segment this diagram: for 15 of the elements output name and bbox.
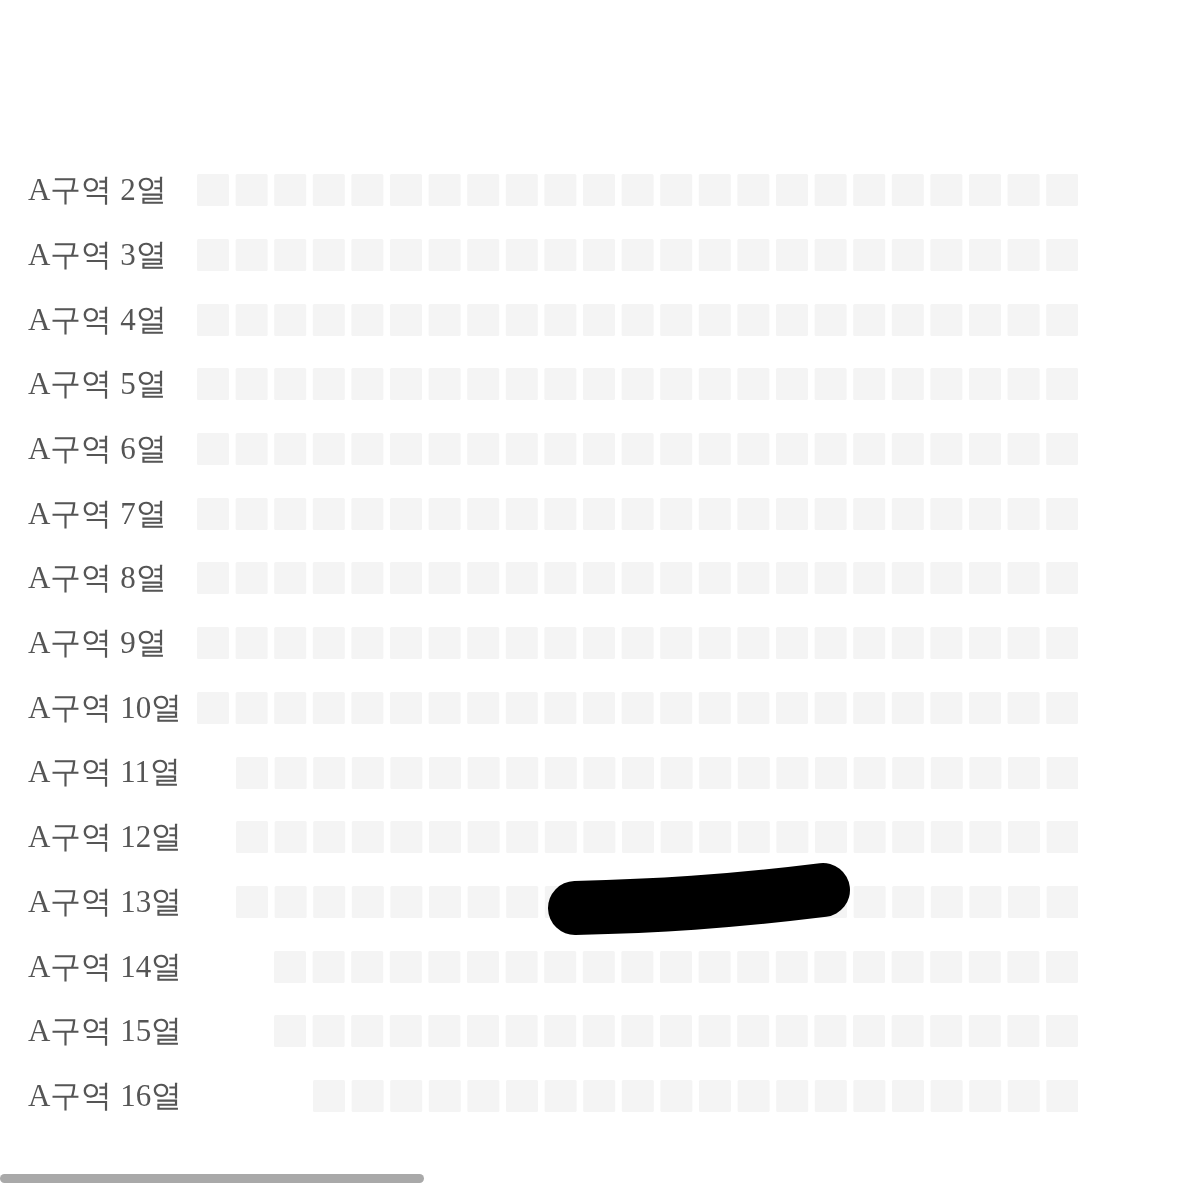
row-label: A구역 10열	[28, 690, 183, 725]
row-label: A구역 9열	[28, 626, 167, 661]
row-label: A구역 6열	[28, 432, 167, 467]
row-label: A구역 7열	[28, 496, 167, 531]
row-label: A구역 14열	[28, 949, 183, 984]
row-label: A구역 3열	[28, 238, 167, 273]
row-label: A구역 5열	[28, 367, 167, 402]
row-label: A구역 4열	[28, 302, 167, 337]
row-label: A구역 12열	[28, 820, 183, 855]
row-label: A구역 13열	[28, 884, 183, 919]
row-label: A구역 15열	[28, 1014, 183, 1049]
row-label: A구역 16열	[28, 1078, 183, 1113]
row-label: A구역 2열	[28, 173, 167, 208]
row-label: A구역 8열	[28, 561, 167, 596]
row-label: A구역 11열	[28, 755, 181, 790]
